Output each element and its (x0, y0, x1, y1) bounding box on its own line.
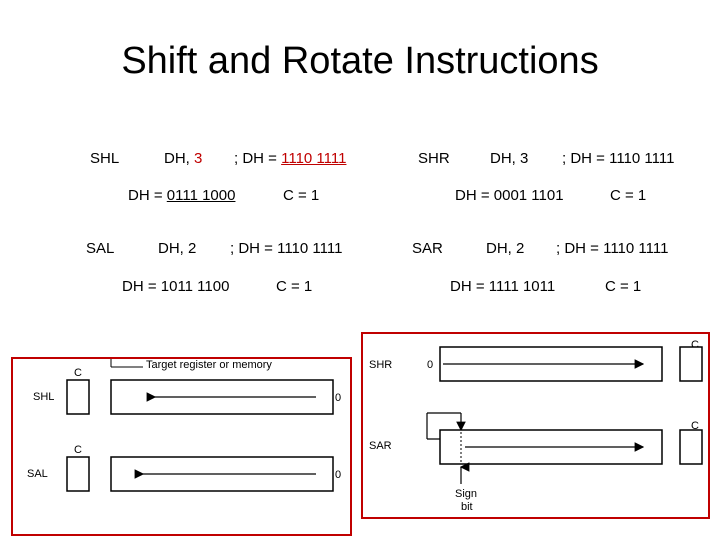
sar-result: DH = 1111 1011 (450, 278, 556, 295)
sign-label: Sign (455, 488, 477, 500)
sal-carry-label: C (74, 444, 82, 456)
shl-result-value: 0111 1000 (166, 187, 236, 204)
sal-zero-input: 0 (335, 469, 341, 481)
sal-carry-box (66, 456, 90, 492)
shr-sar-diagram-svg: SHR 0 C SAR C Sign bit (369, 339, 703, 513)
sar-operand: DH, 2 (486, 240, 525, 257)
shl-comment: ; DH = 1110 1111 (234, 150, 346, 167)
shr-sar-diagram: SHR 0 C SAR C Sign bit (361, 332, 710, 519)
shl-operand-reg: DH, (164, 150, 190, 167)
shr-operand: DH, 3 (490, 150, 529, 167)
sal-comment: ; DH = 1110 1111 (230, 240, 343, 257)
sar-carry-box (679, 429, 703, 465)
sal-result: DH = 1011 1100 (122, 278, 230, 295)
page-title: Shift and Rotate Instructions (121, 40, 599, 82)
shl-carry: C = 1 (283, 187, 320, 204)
sar-diagram-label: SAR (369, 440, 392, 452)
shl-zero-input: 0 (335, 392, 341, 404)
shl-mnemonic: SHL (90, 150, 120, 167)
shl-carry-box (66, 379, 90, 415)
target-register-header: Target register or memory (146, 359, 272, 371)
shr-comment: ; DH = 1110 1111 (562, 150, 675, 167)
shl-comment-prefix: ; DH = (234, 150, 282, 167)
shl-sal-diagram: Target register or memory SHL C 0 SAL C … (11, 357, 352, 536)
shl-operand: DH, 3 (164, 150, 202, 167)
bit-label: bit (461, 501, 473, 513)
shr-zero-input: 0 (427, 359, 433, 371)
shr-carry-label: C (691, 339, 699, 351)
shr-result: DH = 0001 1101 (455, 187, 564, 204)
sal-mnemonic: SAL (86, 240, 115, 257)
sal-diagram-label: SAL (27, 468, 48, 480)
shr-carry-box (679, 346, 703, 382)
sal-carry: C = 1 (276, 278, 313, 295)
sar-carry-label: C (691, 420, 699, 432)
sar-carry: C = 1 (605, 278, 642, 295)
shr-mnemonic: SHR (418, 150, 450, 167)
sal-operand: DH, 2 (158, 240, 197, 257)
shl-sal-diagram-svg: Target register or memory SHL C 0 SAL C … (27, 359, 341, 492)
shl-comment-value: 1110 1111 (281, 150, 347, 167)
shl-operand-count: 3 (194, 150, 203, 167)
shl-result: DH = 0111 1000 (128, 187, 235, 204)
shr-carry: C = 1 (610, 187, 647, 204)
shr-diagram-label: SHR (369, 359, 392, 371)
sar-mnemonic: SAR (412, 240, 443, 257)
shl-diagram-label: SHL (33, 391, 54, 403)
shl-carry-label: C (74, 367, 82, 379)
shl-result-prefix: DH = (128, 187, 167, 204)
sar-comment: ; DH = 1110 1111 (556, 240, 669, 257)
